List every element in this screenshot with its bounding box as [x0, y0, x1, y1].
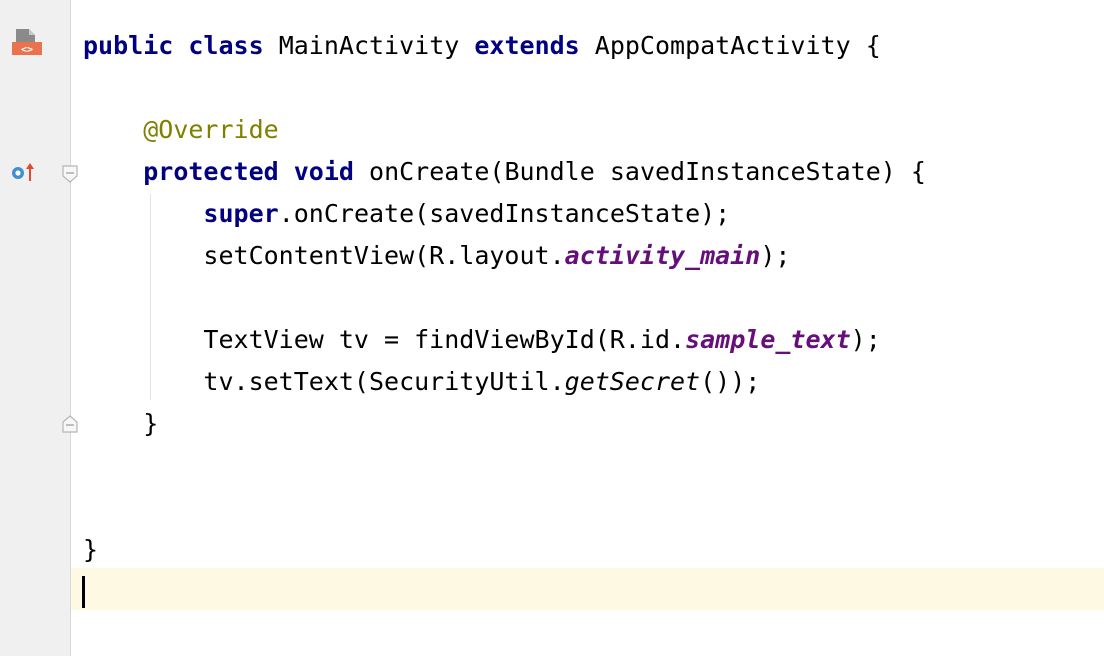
code-token: tv.setText(SecurityUtil. [83, 367, 565, 396]
code-line[interactable] [83, 445, 926, 487]
override-method-icon[interactable] [11, 160, 37, 184]
fold-start-icon[interactable] [61, 164, 79, 184]
code-token: void [293, 157, 354, 186]
code-line[interactable] [83, 67, 926, 109]
code-token: ); [850, 325, 881, 354]
code-line[interactable]: } [83, 529, 926, 571]
code-line[interactable]: super.onCreate(savedInstanceState); [83, 193, 926, 235]
code-token [173, 31, 188, 60]
text-caret [82, 576, 85, 608]
code-line[interactable]: TextView tv = findViewById(R.id.sample_t… [83, 319, 926, 361]
code-token: class [188, 31, 264, 60]
code-token: ); [760, 241, 791, 270]
code-line[interactable]: @Override [83, 109, 926, 151]
code-lines[interactable]: public class MainActivity extends AppCom… [83, 25, 926, 613]
code-line[interactable] [83, 487, 926, 529]
current-line-highlight [71, 568, 1104, 610]
code-line[interactable]: setContentView(R.layout.activity_main); [83, 235, 926, 277]
code-token: public [83, 31, 174, 60]
code-token: AppCompatActivity { [579, 31, 881, 60]
code-line[interactable]: protected void onCreate(Bundle savedInst… [83, 151, 926, 193]
editor-gutter[interactable]: <> [0, 0, 78, 656]
code-token: onCreate(Bundle savedInstanceState) { [353, 157, 926, 186]
code-token: sample_text [685, 325, 851, 354]
code-line[interactable] [83, 277, 926, 319]
fold-end-icon[interactable] [61, 414, 79, 434]
code-line[interactable]: } [83, 403, 926, 445]
code-token [83, 115, 143, 144]
code-token: } [83, 409, 159, 438]
code-line[interactable]: public class MainActivity extends AppCom… [83, 25, 926, 67]
code-token [83, 157, 143, 186]
code-token: setContentView(R.layout. [83, 241, 565, 270]
code-line[interactable] [83, 571, 926, 613]
code-token: getSecret [564, 367, 701, 396]
indent-guide [150, 194, 151, 400]
code-token: super [203, 199, 279, 228]
code-token: } [83, 535, 99, 564]
code-token: TextView tv = findViewById(R.id. [83, 325, 686, 354]
code-token: protected [143, 157, 279, 186]
code-token: .onCreate(savedInstanceState); [278, 199, 731, 228]
code-token [279, 157, 294, 186]
svg-text:<>: <> [21, 45, 33, 56]
code-token: @Override [143, 115, 279, 144]
code-token: extends [474, 31, 580, 60]
code-token [83, 199, 203, 228]
code-token: activity_main [564, 241, 761, 270]
code-line[interactable]: tv.setText(SecurityUtil.getSecret()); [83, 361, 926, 403]
code-token: ()); [700, 367, 761, 396]
code-token: MainActivity [263, 31, 475, 60]
java-file-icon[interactable]: <> [12, 28, 42, 58]
